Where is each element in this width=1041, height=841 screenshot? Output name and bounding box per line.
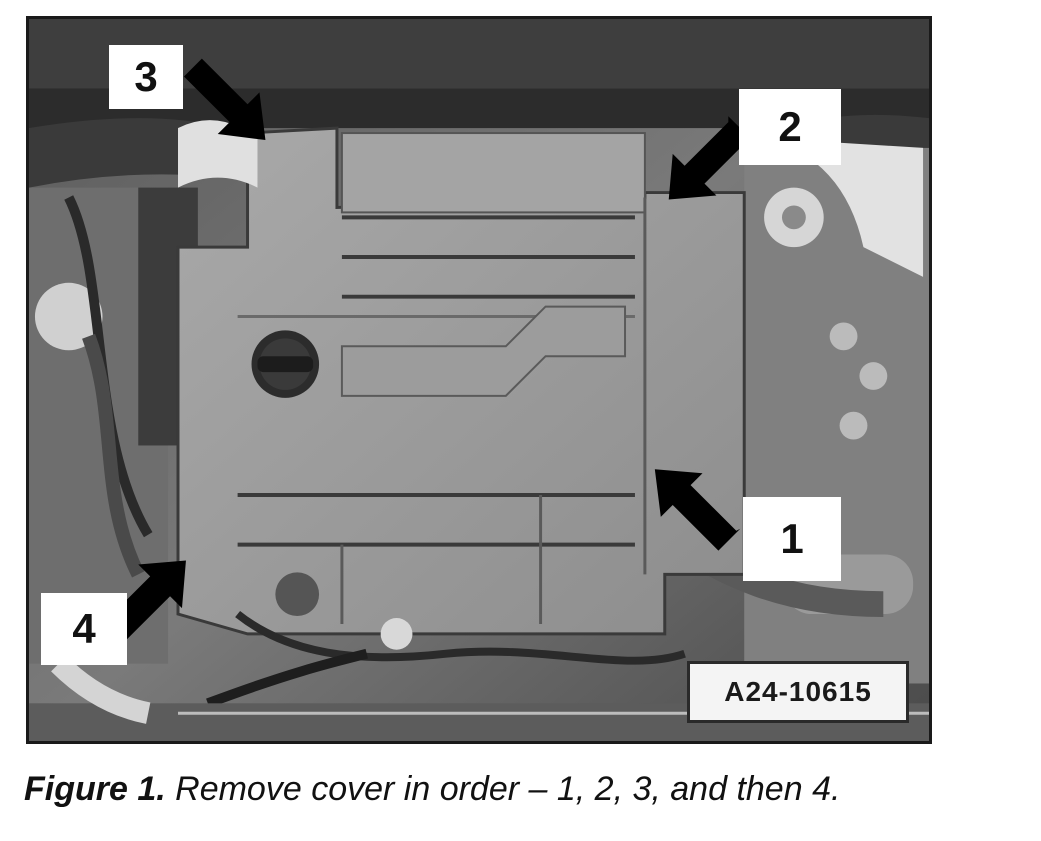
callout-3: 3	[109, 45, 183, 109]
figure-reference-label: A24-10615	[687, 661, 909, 723]
caption-text: Remove cover in order – 1, 2, 3, and the…	[165, 770, 841, 808]
arrow-1-icon	[654, 469, 741, 551]
arrow-3-icon	[179, 58, 266, 140]
callout-4: 4	[41, 593, 127, 665]
callout-1: 1	[743, 497, 841, 581]
callout-2: 2	[739, 89, 841, 165]
caption-label: Figure 1.	[24, 770, 166, 808]
arrow-2-icon	[668, 116, 751, 200]
engine-bay-photo: 3 2 1 4 A24-10615	[26, 16, 932, 744]
figure-caption: Figure 1. Remove cover in order – 1, 2, …	[24, 770, 1024, 809]
